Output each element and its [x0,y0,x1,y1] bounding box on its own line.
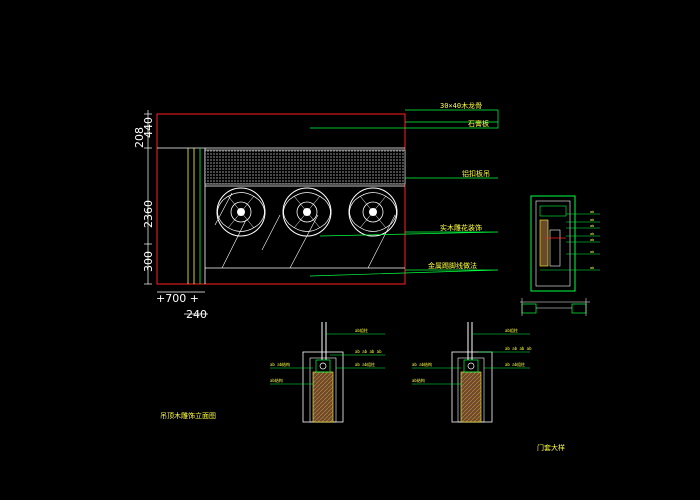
dim-top-small: 208 [133,127,146,148]
medallion-1 [216,187,266,237]
dim-bottom-center: 240 [186,308,207,321]
door-callout-4: ab [590,232,594,236]
detail-b-callout-5: ab结构 [412,377,425,383]
door-panel-wood [539,219,549,267]
door-callout-3: ab [590,224,594,228]
elevation-leaders [309,109,499,277]
callout-wood-keel: 30×40木龙骨 [440,101,482,110]
dim-middle: 2360 [142,200,155,228]
door-callout-5: ab [590,238,594,242]
callout-aluminum: 铝扣板吊 [462,169,490,178]
detail-a-leaders [270,333,385,385]
elevation-title: 吊顶木雕饰立面图 [160,411,216,420]
detail-b-callout-2: ab ab ab ab [505,346,532,351]
detail-b-wood-core [460,371,482,423]
door-callout-6: ab [590,250,594,254]
door-section-title: 门套大样 [537,443,565,452]
detail-a-callout-5: ab结构 [270,377,283,383]
medallion-2 [282,187,332,237]
dim-top-small-2: 440 [142,117,155,138]
door-callout-2: ab [590,218,594,222]
dim-bottom: 300 [142,251,155,272]
callout-carving: 实木雕花装饰 [440,223,482,232]
ceiling-band-hatch [204,149,406,185]
glass-diagonals [214,192,396,269]
callout-baseboard: 金属踢脚线做法 [428,261,477,270]
detail-a-callout-4: ab ab结构 [270,361,290,367]
bottom-dimension: +700 + 240 [156,291,208,321]
medallion-3 [348,187,398,237]
detail-b-callout-4: ab ab结构 [412,361,432,367]
door-callouts: ab ab ab ab ab ab ab [590,210,594,270]
door-callout-1: ab [590,210,594,214]
detail-a: ab组柱 ab ab ab ab ab ab组柱 ab ab结构 ab结构 [270,322,385,423]
door-leaders [566,213,600,271]
dim-left-bottom: +700 + [156,292,199,305]
door-section: ab ab ab ab ab ab ab 门套大样 [520,195,600,452]
door-outer-frame [530,195,576,292]
callout-gypsum: 石膏板 [468,119,489,128]
detail-b-callout-3: ab ab组柱 [505,361,525,367]
door-callout-7: ab [590,266,594,270]
left-dimension: 208 440 2360 300 [133,110,155,285]
detail-a-callout-2: ab ab ab ab [355,349,382,354]
detail-b-leaders [412,333,530,385]
main-elevation: 208 440 2360 300 +700 + 240 30×40木龙骨 石膏板… [133,101,499,420]
door-inner-frame [535,200,571,287]
elevation-frame [156,113,406,285]
detail-a-callout-3: ab ab组柱 [355,361,375,367]
detail-a-wood-core [312,371,334,423]
door-plan-strip [520,298,590,316]
detail-b: ab组柱 ab ab ab ab ab ab组柱 ab ab结构 ab结构 [412,322,532,423]
detail-a-callout-1: ab组柱 [355,327,368,333]
detail-b-callout-1: ab组柱 [505,327,518,333]
